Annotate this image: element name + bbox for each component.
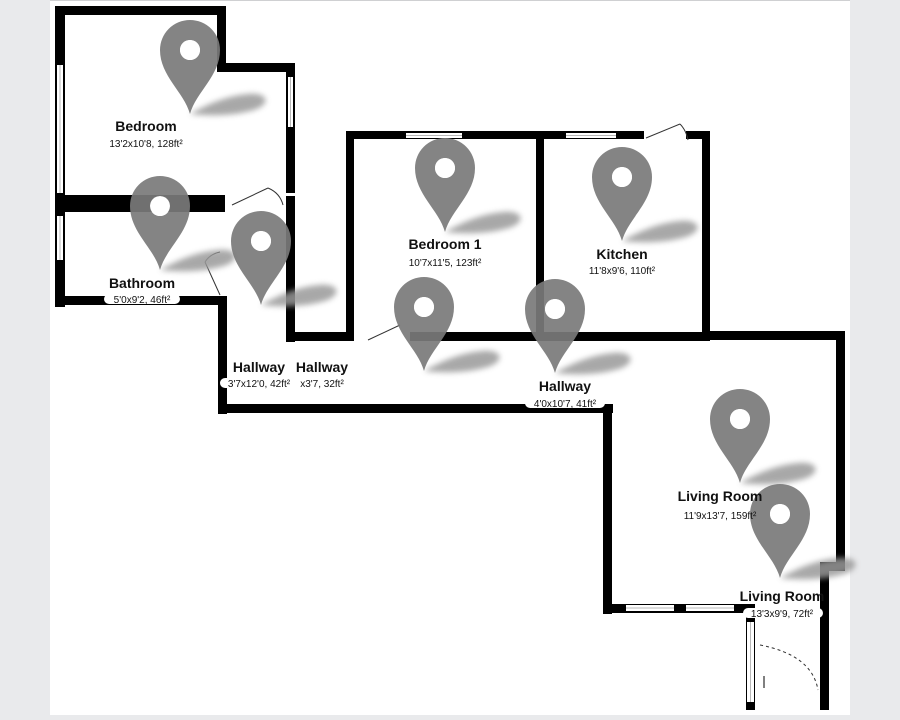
room-living-room[interactable]: Living Room 11'9x13'7, 159ft²: [678, 488, 763, 522]
map-pin-icon: [130, 176, 190, 270]
doors: [204, 123, 819, 691]
room-dimensions: 13'2x10'8, 128ft²: [109, 139, 183, 150]
room-name: Living Room: [678, 488, 763, 504]
map-pin-hole: [251, 231, 271, 251]
room-hallway-a[interactable]: Hallway 3'7x12'0, 42ft²: [220, 359, 300, 390]
map-pin-hole: [180, 40, 200, 60]
wall-bedroom-right: [286, 63, 295, 193]
marker-bedroom-1[interactable]: [415, 138, 521, 234]
room-bedroom[interactable]: Bedroom 13'2x10'8, 128ft²: [109, 118, 183, 150]
door-swing-bedroom: [231, 187, 284, 206]
marker-hallway-c[interactable]: [525, 279, 631, 375]
map-pin-hole: [545, 299, 565, 319]
room-dimensions: 3'7x12'0, 42ft²: [228, 379, 291, 390]
marker-bedroom[interactable]: [160, 20, 266, 116]
room-bathroom[interactable]: Bathroom 5'0x9'2, 46ft²: [104, 275, 180, 306]
map-pin-shadow: [622, 220, 698, 243]
room-dimensions: 11'9x13'7, 159ft²: [684, 511, 757, 522]
marker-living-room[interactable]: [710, 389, 816, 485]
room-dimensions: 4'0x10'7, 41ft²: [534, 399, 597, 410]
wall-kitchen-right: [702, 131, 710, 337]
map-pin-shadow: [555, 352, 631, 375]
marker-kitchen[interactable]: [592, 147, 698, 243]
map-pin-shadow: [445, 211, 521, 234]
floor-bedroom: [60, 12, 290, 196]
room-name: Kitchen: [596, 246, 647, 262]
room-name: Hallway: [539, 378, 591, 394]
wall-living-top: [702, 331, 844, 340]
map-pin-hole: [730, 409, 750, 429]
wall-hallway-bottom-right: [286, 332, 354, 341]
map-pin-shadow: [190, 93, 266, 116]
room-name: Living Room: [740, 588, 825, 604]
room-hallway-b[interactable]: Hallway x3'7, 32ft²: [296, 359, 348, 390]
room-name: Hallway: [296, 359, 348, 375]
map-pin-shadow: [780, 557, 856, 580]
map-pin-hole: [150, 196, 170, 216]
map-pin-shadow: [424, 350, 500, 373]
wall-bedroom1-left: [346, 131, 354, 337]
windows: [57, 65, 754, 702]
room-labels: Bedroom 13'2x10'8, 128ft² Bathroom 5'0x9…: [104, 118, 824, 620]
room-name: Hallway: [233, 359, 285, 375]
wall-living-right: [836, 331, 845, 571]
marker-hallway-b[interactable]: [394, 277, 500, 373]
room-name: Bedroom: [115, 118, 176, 134]
wall-hallway-bottom: [218, 404, 613, 413]
door-swing-bedroom1: [367, 324, 401, 341]
marker-bathroom[interactable]: [130, 176, 236, 272]
door-gap-bedroom: [226, 195, 284, 212]
marker-hallway-a[interactable]: [231, 211, 337, 307]
map-pin-icon: [592, 147, 652, 241]
room-name: Bathroom: [109, 275, 175, 291]
door-gap-bathroom: [218, 258, 227, 296]
dims-pill: [104, 294, 180, 304]
wall-hallway-left: [218, 296, 227, 414]
door-swing-kitchen: [645, 123, 689, 141]
map-pin-hole: [612, 167, 632, 187]
door-swing-entry: [759, 644, 819, 691]
wall-hallway-right: [286, 196, 295, 342]
wall-entry-right: [820, 562, 829, 710]
room-living-room-2[interactable]: Living Room 13'3x9'9, 72ft²: [740, 588, 825, 620]
room-name: Bedroom 1: [408, 236, 481, 252]
map-markers: [130, 20, 856, 580]
map-pin-shadow: [740, 462, 816, 485]
room-kitchen[interactable]: Kitchen 11'8x9'6, 110ft²: [589, 246, 656, 277]
door-gap-bedroom1: [354, 332, 410, 341]
wall-living-bottom: [603, 604, 753, 613]
wall-bedroom1-top: [346, 131, 710, 139]
dims-pill: [525, 398, 605, 408]
wall-bedroom-top: [55, 6, 226, 15]
map-pin-shadow: [261, 284, 337, 307]
map-pin-icon: [750, 484, 810, 578]
wall-bedroom-step: [217, 6, 226, 72]
map-pin-hole: [770, 504, 790, 524]
map-pin-hole: [435, 158, 455, 178]
map-pin-icon: [525, 279, 585, 373]
map-pin-shadow: [160, 249, 236, 272]
map-pin-icon: [415, 138, 475, 232]
room-dimensions: 10'7x11'5, 123ft²: [409, 258, 482, 269]
dims-pill: [743, 608, 823, 618]
room-dimensions: 5'0x9'2, 46ft²: [114, 295, 171, 306]
room-dimensions: x3'7, 32ft²: [300, 379, 344, 390]
dims-pill: [220, 378, 300, 388]
room-dimensions: 13'3x9'9, 72ft²: [751, 609, 814, 620]
wall-bedroom-step-top: [217, 63, 294, 72]
room-dimensions: 11'8x9'6, 110ft²: [589, 266, 656, 277]
map-pin-icon: [160, 20, 220, 114]
map-pin-icon: [231, 211, 291, 305]
wall-living-left: [603, 404, 612, 614]
door-gap-kitchen: [644, 131, 686, 139]
map-pin-hole: [414, 297, 434, 317]
room-hallway-c[interactable]: Hallway 4'0x10'7, 41ft²: [525, 378, 605, 410]
wall-bedroom1-kitchen: [536, 131, 544, 337]
marker-living-room-2[interactable]: [750, 484, 856, 580]
map-pin-icon: [394, 277, 454, 371]
room-bedroom-1[interactable]: Bedroom 1 10'7x11'5, 123ft²: [408, 236, 482, 269]
map-pin-icon: [710, 389, 770, 483]
